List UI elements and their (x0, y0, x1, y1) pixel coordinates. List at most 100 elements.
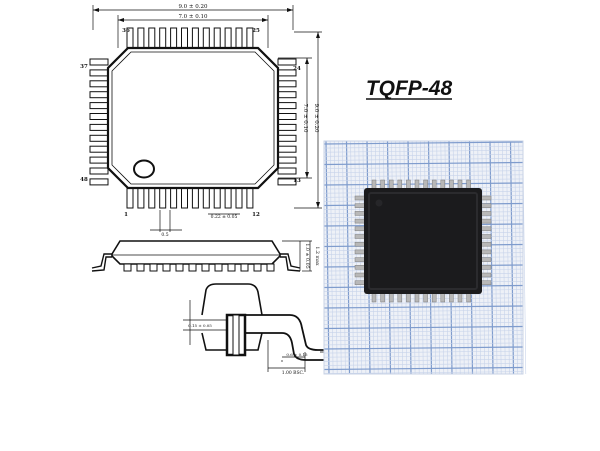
grid-minor-line (323, 322, 524, 325)
lead-left (89, 113, 109, 120)
leads-right-column (277, 58, 297, 186)
pin-label-1: 1 (124, 212, 128, 218)
side-view-labels: 1.2 max 1.0 ± 0.05 (304, 243, 320, 268)
dim-outer-width: 9.0 ± 0.20 (178, 4, 208, 10)
lead-left (89, 178, 109, 186)
photo-lead-left (354, 226, 366, 232)
photo-lead-top (466, 179, 471, 190)
photo-lead-top (423, 179, 428, 190)
photo-lead-left (354, 280, 366, 285)
photo-lead-left (354, 211, 366, 216)
photo-lead-left (354, 203, 366, 208)
grid-minor-line (323, 170, 524, 173)
photo-lead-top (440, 179, 446, 190)
lead-bottom (235, 187, 243, 209)
grid-minor-line (323, 350, 524, 354)
photo-lead-left (354, 249, 366, 255)
chip-photo-leads (354, 179, 492, 303)
lead-top (191, 27, 199, 49)
dim-body-width: 7.0 ± 0.10 (178, 14, 208, 20)
photo-lead-top (388, 179, 394, 190)
photo-lead-left (354, 257, 366, 262)
pitch-label: 0.5 (161, 232, 168, 238)
lead-right (277, 102, 297, 110)
lead-left (89, 80, 109, 88)
photo-lead-bottom (397, 292, 403, 303)
pin1-marker (133, 159, 155, 179)
side-lead-foot (188, 263, 197, 272)
side-lead-foot (240, 263, 249, 272)
grid-minor-line (323, 359, 524, 362)
photo-lead-left (354, 218, 366, 224)
lead-bottom (202, 187, 210, 209)
lead-bottom (170, 187, 178, 209)
lead-right (277, 156, 297, 164)
side-lead-foot (214, 263, 223, 272)
lead-right (277, 91, 297, 99)
grid-major-line (323, 305, 524, 309)
grid-major-line (323, 346, 524, 350)
lead-top (137, 27, 145, 49)
photo-lead-bottom (371, 292, 377, 303)
photo-lead-bottom (388, 292, 394, 303)
photo-lead-right (480, 195, 492, 201)
lead-left (89, 145, 109, 153)
side-lead-foot (227, 263, 236, 272)
chip-photo-body (364, 188, 482, 294)
grid-minor-line (323, 149, 524, 153)
dim-lead-thickness: 0.15 ± 0.05 (188, 323, 212, 328)
grid-minor-line (323, 313, 524, 317)
lead-top (148, 27, 156, 49)
lead-right (277, 80, 297, 88)
pin-label-13: 13 (293, 178, 301, 184)
lead-left (89, 102, 109, 110)
lead-top (159, 27, 167, 49)
photo-lead-bottom (466, 292, 471, 303)
grid-minor-line (323, 371, 524, 374)
grid-major-line (323, 141, 524, 145)
lead-right (277, 123, 297, 131)
lead-left (89, 91, 109, 99)
photo-lead-right (480, 241, 492, 247)
side-body (111, 240, 281, 265)
grid-major-line (323, 161, 524, 166)
lead-bottom (224, 187, 232, 209)
dim-outer-height: 9.0 ± 0.20 (313, 103, 319, 133)
photo-lead-top (457, 179, 463, 190)
lead-bottom (126, 187, 134, 209)
pin-label-36: 36 (122, 28, 130, 34)
pin-label-12: 12 (252, 212, 260, 218)
side-view (91, 240, 312, 272)
grid-major-line (323, 325, 524, 330)
package-inner-outline (111, 51, 275, 185)
grid-minor-line (323, 301, 524, 305)
photo-lead-bottom (423, 292, 428, 303)
photo-lead-right (480, 280, 492, 285)
photo-lead-right (480, 234, 492, 239)
side-lead-foot (136, 263, 145, 272)
lead-left (89, 58, 109, 66)
grid-minor-line (506, 140, 510, 375)
grid-major-line (325, 140, 330, 375)
photo-lead-bottom (406, 292, 411, 303)
dim-body-height: 7.0 ± 0.10 (302, 103, 308, 133)
grid-minor-line (323, 154, 524, 157)
detail-gull-wing (245, 314, 330, 351)
dim-foot-total: 1.00 BSC. (282, 370, 305, 376)
top-view-labels: 9.0 ± 0.20 7.0 ± 0.10 9.0 ± 0.20 7.0 ± 0… (80, 4, 319, 238)
grid-minor-line (323, 174, 524, 178)
lead-right (277, 145, 297, 153)
lead-bottom (213, 187, 221, 209)
side-lead-foot (266, 263, 275, 272)
lead-bottom (181, 187, 188, 209)
grid-minor-line (323, 330, 524, 333)
photo-lead-right (480, 211, 492, 216)
photo-lead-left (354, 265, 366, 270)
dim-height-max: 1.2 max (314, 246, 320, 266)
lead-top (224, 27, 232, 49)
grid-minor-line (323, 354, 524, 358)
lead-right (277, 58, 297, 66)
grid-minor-line (342, 140, 346, 375)
grid-minor-line (323, 334, 524, 337)
